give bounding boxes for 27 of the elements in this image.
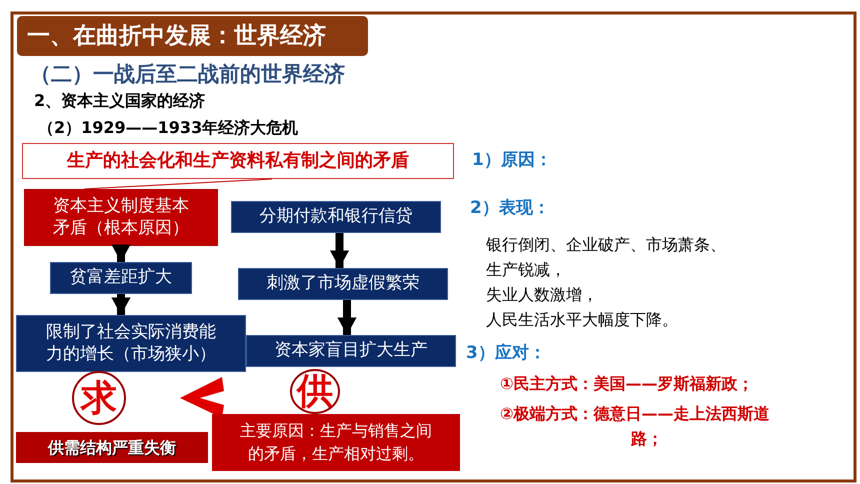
section-label: 2）表现： bbox=[470, 197, 551, 219]
reason-box: 主要原因：生产与销售之间的矛盾，生产相对过剩。 bbox=[212, 414, 460, 471]
callout-box: 生产的社会化和生产资料私有制之间的矛盾 bbox=[22, 143, 454, 179]
measure-text: ②极端方式：德意日——走上法西斯道路； bbox=[500, 403, 771, 450]
process-box: 限制了社会实际消费能力的增长（市场狭小） bbox=[16, 315, 246, 372]
callout-line bbox=[84, 178, 272, 190]
body-text: 银行倒闭、企业破产、市场萧条、生产锐减， bbox=[486, 234, 727, 281]
conclusion-banner: 供需结构严重失衡 bbox=[16, 432, 208, 463]
subheading: 2、资本主义国家的经济 bbox=[34, 91, 206, 112]
demand-circle: 求 bbox=[72, 371, 126, 425]
subheading: （2）1929——1933年经济大危机 bbox=[38, 118, 300, 139]
measure-text: ①民主方式：美国——罗斯福新政； bbox=[500, 374, 755, 395]
arrow bbox=[337, 300, 357, 335]
arrow bbox=[111, 244, 131, 262]
section-heading: （二）一战后至二战前的世界经济 bbox=[30, 61, 346, 88]
title-banner: 一、在曲折中发展：世界经济 bbox=[17, 16, 368, 56]
body-text: 失业人数激增， bbox=[486, 284, 599, 306]
process-box: 分期付款和银行信贷 bbox=[231, 201, 441, 233]
process-box: 贫富差距扩大 bbox=[50, 262, 192, 294]
body-text: 人民生活水平大幅度下降。 bbox=[486, 309, 679, 331]
cause-box: 资本主义制度基本矛盾（根本原因） bbox=[24, 189, 218, 246]
arrow bbox=[330, 233, 350, 268]
arrow bbox=[111, 294, 131, 315]
section-label: 3）应对： bbox=[466, 342, 547, 364]
section-label: 1）原因： bbox=[472, 149, 553, 171]
process-box: 刺激了市场虚假繁荣 bbox=[238, 268, 448, 300]
process-box: 资本家盲目扩大生产 bbox=[246, 335, 456, 367]
